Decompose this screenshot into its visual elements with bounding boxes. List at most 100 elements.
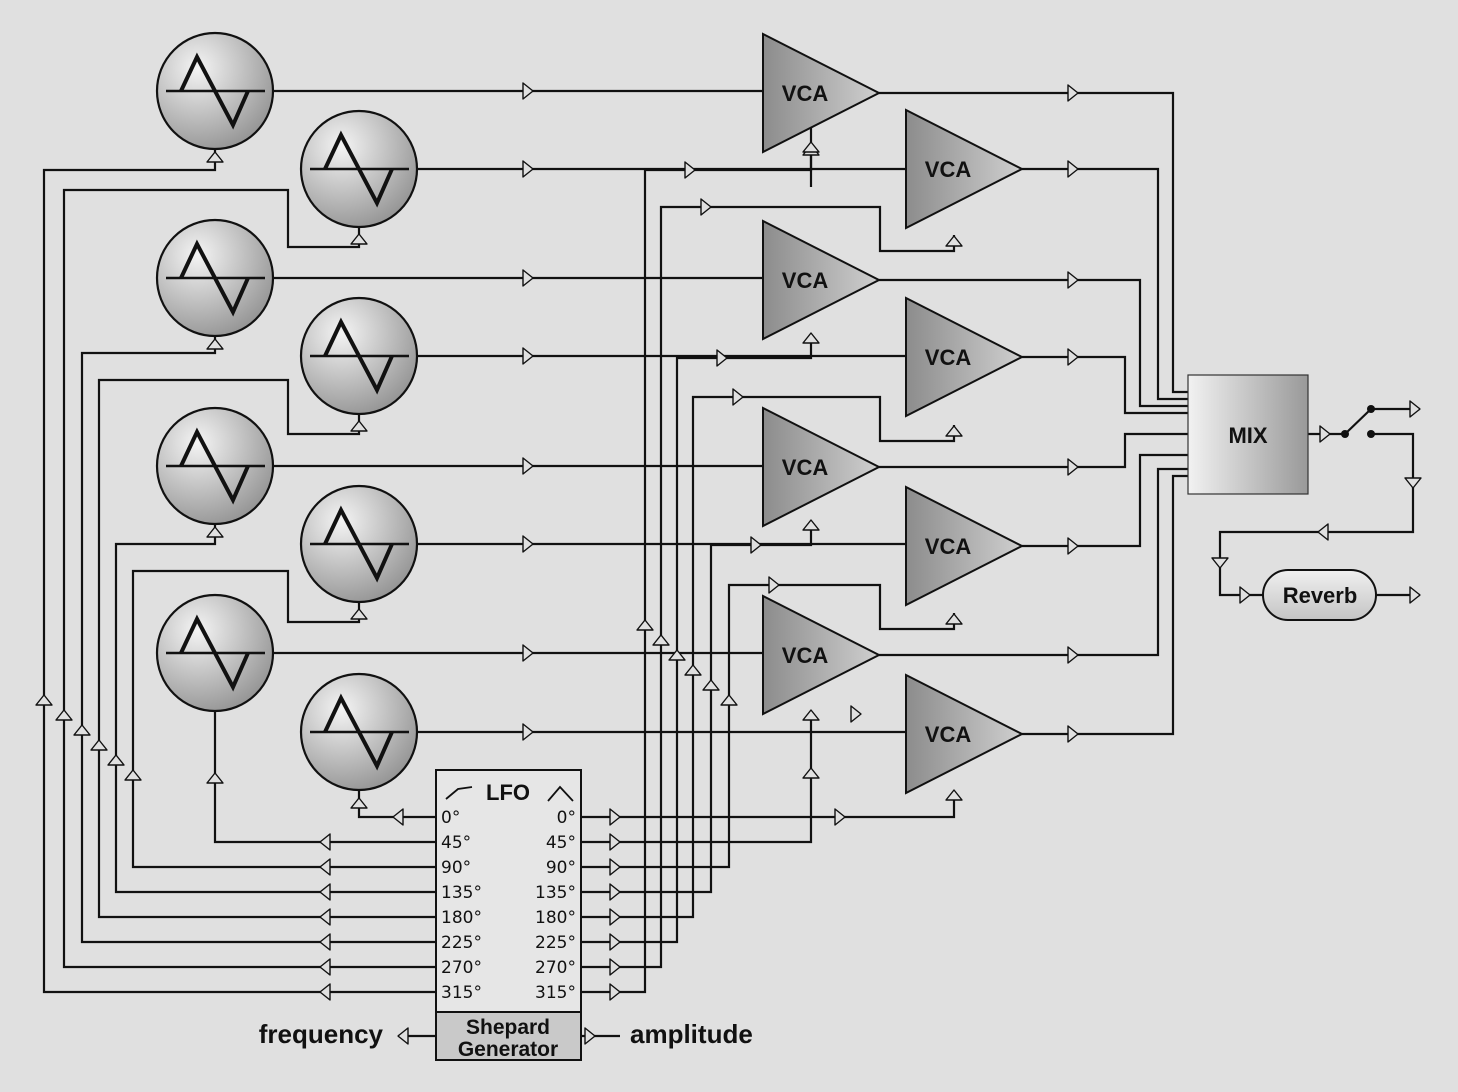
wire (879, 278, 1188, 408)
arrow-d (1404, 477, 1422, 489)
arrow-r (684, 161, 696, 179)
vca-triangle (762, 219, 882, 341)
arrow-l (319, 958, 331, 976)
vca-label: VCA (925, 722, 972, 747)
arrow-u (802, 709, 820, 721)
wire (581, 205, 956, 969)
vca-triangle (905, 296, 1025, 418)
oscillators (155, 31, 419, 792)
arrow-r (1067, 84, 1079, 102)
vca-triangle (905, 108, 1025, 230)
phase-label-left: 0° (441, 808, 460, 828)
generator-line1: Shepard (466, 1016, 550, 1039)
arrow-r (1409, 586, 1421, 604)
vca: VCA (762, 32, 882, 154)
arrow-r (1067, 458, 1079, 476)
arrow-r (584, 1027, 596, 1045)
arrow-u (945, 425, 963, 437)
arrow-r (1067, 725, 1079, 743)
phase-label-right: 45° (546, 833, 576, 853)
arrow-l (319, 933, 331, 951)
vca-label: VCA (925, 534, 972, 559)
arrow-r (522, 457, 534, 475)
wire (1022, 453, 1188, 548)
phase-label-right: 135° (535, 883, 576, 903)
vca-label: VCA (925, 345, 972, 370)
wire (213, 711, 436, 844)
phase-label-left: 135° (441, 883, 482, 903)
vca: VCA (905, 485, 1025, 607)
arrow-r (1067, 646, 1079, 664)
vca: VCA (905, 673, 1025, 795)
sine-wave-icon (323, 693, 394, 771)
generator-line2: Generator (458, 1038, 558, 1061)
arrow-u (73, 724, 91, 736)
oscillator (299, 109, 419, 229)
arrow-u (206, 526, 224, 538)
wire (42, 149, 436, 994)
wire (62, 188, 436, 969)
arrow-r (522, 347, 534, 365)
wire (1022, 474, 1188, 736)
reverb-block: Reverb (1262, 569, 1377, 621)
phase-label-left: 315° (441, 983, 482, 1003)
arrow-u (124, 769, 142, 781)
phase-label-right: 315° (535, 983, 576, 1003)
arrow-l (1317, 523, 1329, 541)
arrow-u (350, 420, 368, 432)
arrow-r (609, 858, 621, 876)
sine-wave-icon (323, 317, 394, 395)
vca-label: VCA (782, 81, 829, 106)
arrow-u (350, 233, 368, 245)
phase-label-right: 0° (557, 808, 576, 828)
vca-triangle (762, 32, 882, 154)
arrow-u (206, 772, 224, 784)
vca-triangle (762, 594, 882, 716)
arrow-r (716, 349, 728, 367)
arrow-r (522, 160, 534, 178)
arrow-u (802, 767, 820, 779)
phase-label-right: 270° (535, 958, 576, 978)
vca-triangle (905, 673, 1025, 795)
lfo-phase-labels-right: 0°45°90°135°180°225°270°315° (535, 808, 576, 1003)
arrow-l (397, 1027, 409, 1045)
phase-label-left: 270° (441, 958, 482, 978)
sine-wave-icon (179, 52, 250, 130)
arrow-r (522, 535, 534, 553)
vca-label: VCA (782, 643, 829, 668)
vca-triangle (762, 406, 882, 528)
phase-label-right: 225° (535, 933, 576, 953)
oscillator (155, 593, 275, 713)
arrow-u (945, 235, 963, 247)
arrow-u (206, 151, 224, 163)
wire (581, 793, 956, 819)
lfo-title: LFO (486, 780, 530, 805)
vca: VCA (762, 219, 882, 341)
vca-label: VCA (925, 157, 972, 182)
arrow-r (700, 198, 712, 216)
arrow-u (802, 141, 820, 153)
arrow-u (55, 709, 73, 721)
arrow-l (319, 883, 331, 901)
arrow-u (35, 694, 53, 706)
arrow-u (702, 679, 720, 691)
arrow-u (350, 797, 368, 809)
oscillator (155, 218, 275, 338)
wire (581, 714, 813, 844)
arrow-u (945, 789, 963, 801)
triangle-wave-icon (547, 785, 574, 802)
arrow-r (522, 644, 534, 662)
wire (1022, 355, 1188, 415)
arrow-r (1067, 348, 1079, 366)
output-switch (1341, 405, 1375, 438)
arrow-l (319, 833, 331, 851)
arrow-u (802, 332, 820, 344)
mix-block: MIX (1187, 374, 1309, 495)
arrow-u (945, 613, 963, 625)
arrow-r (522, 723, 534, 741)
arrow-r (609, 983, 621, 1001)
oscillator (155, 31, 275, 151)
arrow-u (636, 619, 654, 631)
